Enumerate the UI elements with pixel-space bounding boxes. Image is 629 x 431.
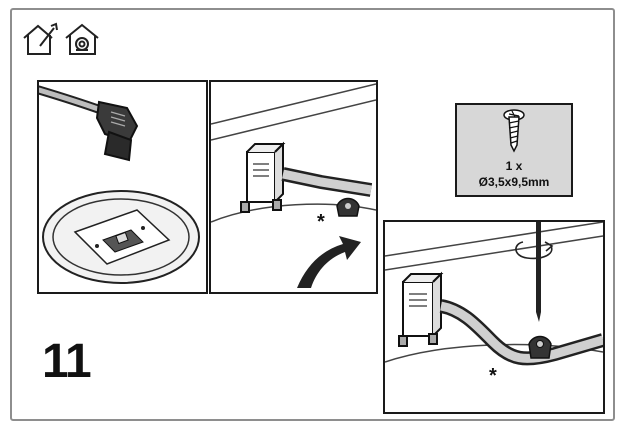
- panel-plug-inserted: *: [209, 80, 378, 294]
- screw-quantity: 1 x: [505, 159, 523, 173]
- inserted-plug: [240, 141, 286, 213]
- angled-plug: [95, 100, 139, 162]
- screw-size: Ø3,5x9,5mm: [478, 175, 550, 189]
- screwdriver-icon: [536, 222, 541, 322]
- panel-plug-socket: [37, 80, 208, 294]
- screw-spec-box: 1 x Ø3,5x9,5mm: [455, 103, 573, 197]
- screw-icon: [503, 109, 525, 153]
- rotate-arrow-icon: [515, 241, 554, 260]
- hood-edge: [385, 222, 603, 271]
- house-service-icon: [65, 23, 99, 55]
- curved-arrow: [297, 236, 361, 288]
- header-icons: [23, 22, 99, 55]
- step-number: 11: [42, 335, 92, 388]
- panel-clip-fastened: *: [383, 220, 605, 414]
- clip-marker: *: [489, 365, 497, 387]
- cable-clip: [528, 335, 552, 359]
- hood-edge: [211, 83, 376, 141]
- house-tool-icon: [23, 22, 58, 55]
- appliance-socket-plate: [42, 190, 200, 284]
- inserted-plug: [398, 271, 444, 347]
- cable-clip: [336, 197, 360, 217]
- clip-marker: *: [317, 211, 325, 233]
